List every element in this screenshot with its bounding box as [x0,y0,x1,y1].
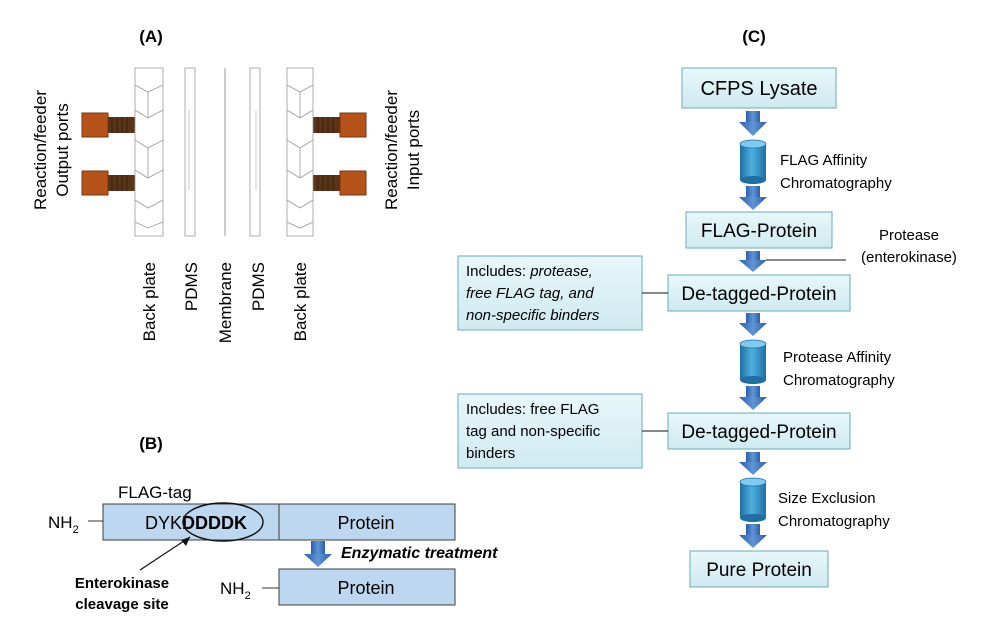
layer-label-pdms-right: PDMS [249,262,268,311]
cleavage-label-line2: cleavage site [75,596,168,613]
note-2-line1: Includes: free FLAG [466,401,599,418]
flow-arrow-1 [739,111,767,136]
back-plate-right [286,67,314,237]
enzymatic-treatment-label: Enzymatic treatment [341,545,498,562]
note-2: Includes: free FLAG tag and non-specific… [457,393,643,469]
protein-label: Protein [337,513,394,533]
box-pure-protein: Pure Protein [689,550,829,588]
input-port-bottom [313,170,367,196]
column-size-exclusion [739,477,767,522]
flow-arrow-2 [739,186,767,210]
cleavage-pointer [139,536,191,571]
protease-label-line2: (enterokinase) [861,249,957,266]
input-ports-label-line2: Input ports [404,110,423,190]
flow-arrow-4 [739,313,767,336]
box-flag-protein-label: FLAG-Protein [701,221,817,242]
note-1-line1: Includes: protease, [466,263,593,280]
box-flag-protein: FLAG-Protein [685,211,833,249]
output-ports-label-line2: Output ports [53,103,72,197]
output-port-top [81,112,135,138]
output-ports-label-line1: Reaction/feeder [31,90,50,210]
column-flag-affinity [739,139,767,184]
output-port-bottom [81,170,135,196]
flow-arrow-7 [739,524,767,548]
note-2-line3: binders [466,445,515,462]
flow-arrow-3 [739,251,767,272]
box-detagged-protein-1-label: De-tagged-Protein [681,284,836,305]
nh2-label: NH2 [48,513,79,536]
pdms-left [184,67,196,237]
box-detagged-protein-2-label: De-tagged-Protein [681,422,836,443]
note-1-line3: non-specific binders [466,307,600,324]
input-port-top [313,112,367,138]
panel-c: (C) CFPS Lysate FLAG Affinity Chromatogr… [457,27,957,588]
note-1: Includes: protease, free FLAG tag, and n… [457,255,643,331]
product-nh2-label: NH2 [220,579,251,602]
panel-a: (A) Reaction/feeder Output ports Reactio… [31,27,423,343]
protein-segment [278,503,456,541]
input-ports-label-line1: Reaction/feeder [382,90,401,210]
panel-b: (B) FLAG-tag NH2 DYKDDDDK Protein Enzyma… [48,434,498,613]
column-protease-affinity [739,339,767,384]
cleavage-ellipse [182,502,264,542]
product-protein-label: Protein [337,578,394,598]
column-3-label-line2: Chromatography [778,513,890,530]
panel-b-label: (B) [139,434,163,453]
note-2-line2: tag and non-specific [466,423,601,440]
pdms-right [249,67,261,237]
box-detagged-protein-2: De-tagged-Protein [667,412,851,450]
column-1-label-line1: FLAG Affinity [780,152,868,169]
product-protein-segment [278,568,456,606]
panel-c-label: (C) [742,27,766,46]
box-cfps-lysate: CFPS Lysate [681,67,837,109]
column-1-label-line2: Chromatography [780,175,892,192]
flag-sequence: DYKDDDDK [145,513,247,533]
protease-label-line1: Protease [879,227,939,244]
column-3-label-line1: Size Exclusion [778,490,876,507]
layer-label-membrane: Membrane [216,262,235,343]
box-cfps-lysate-label: CFPS Lysate [700,78,817,100]
column-2-label-line2: Chromatography [783,372,895,389]
panel-a-label: (A) [139,27,163,46]
cleavage-pointer-head [181,537,190,546]
flag-tag-label: FLAG-tag [118,483,192,502]
layer-label-pdms-left: PDMS [182,262,201,311]
box-pure-protein-label: Pure Protein [706,560,812,581]
cleavage-label-line1: Enterokinase [75,575,169,592]
back-plate-left [134,67,164,237]
column-2-label-line1: Protease Affinity [783,349,892,366]
layer-label-back-plate-right: Back plate [291,262,310,341]
flow-arrow-5 [739,386,767,410]
flow-arrow-6 [739,452,767,475]
note-1-line2: free FLAG tag, and [466,285,594,302]
treatment-arrow [304,541,332,567]
box-detagged-protein-1: De-tagged-Protein [667,274,851,312]
layer-label-back-plate-left: Back plate [140,262,159,341]
